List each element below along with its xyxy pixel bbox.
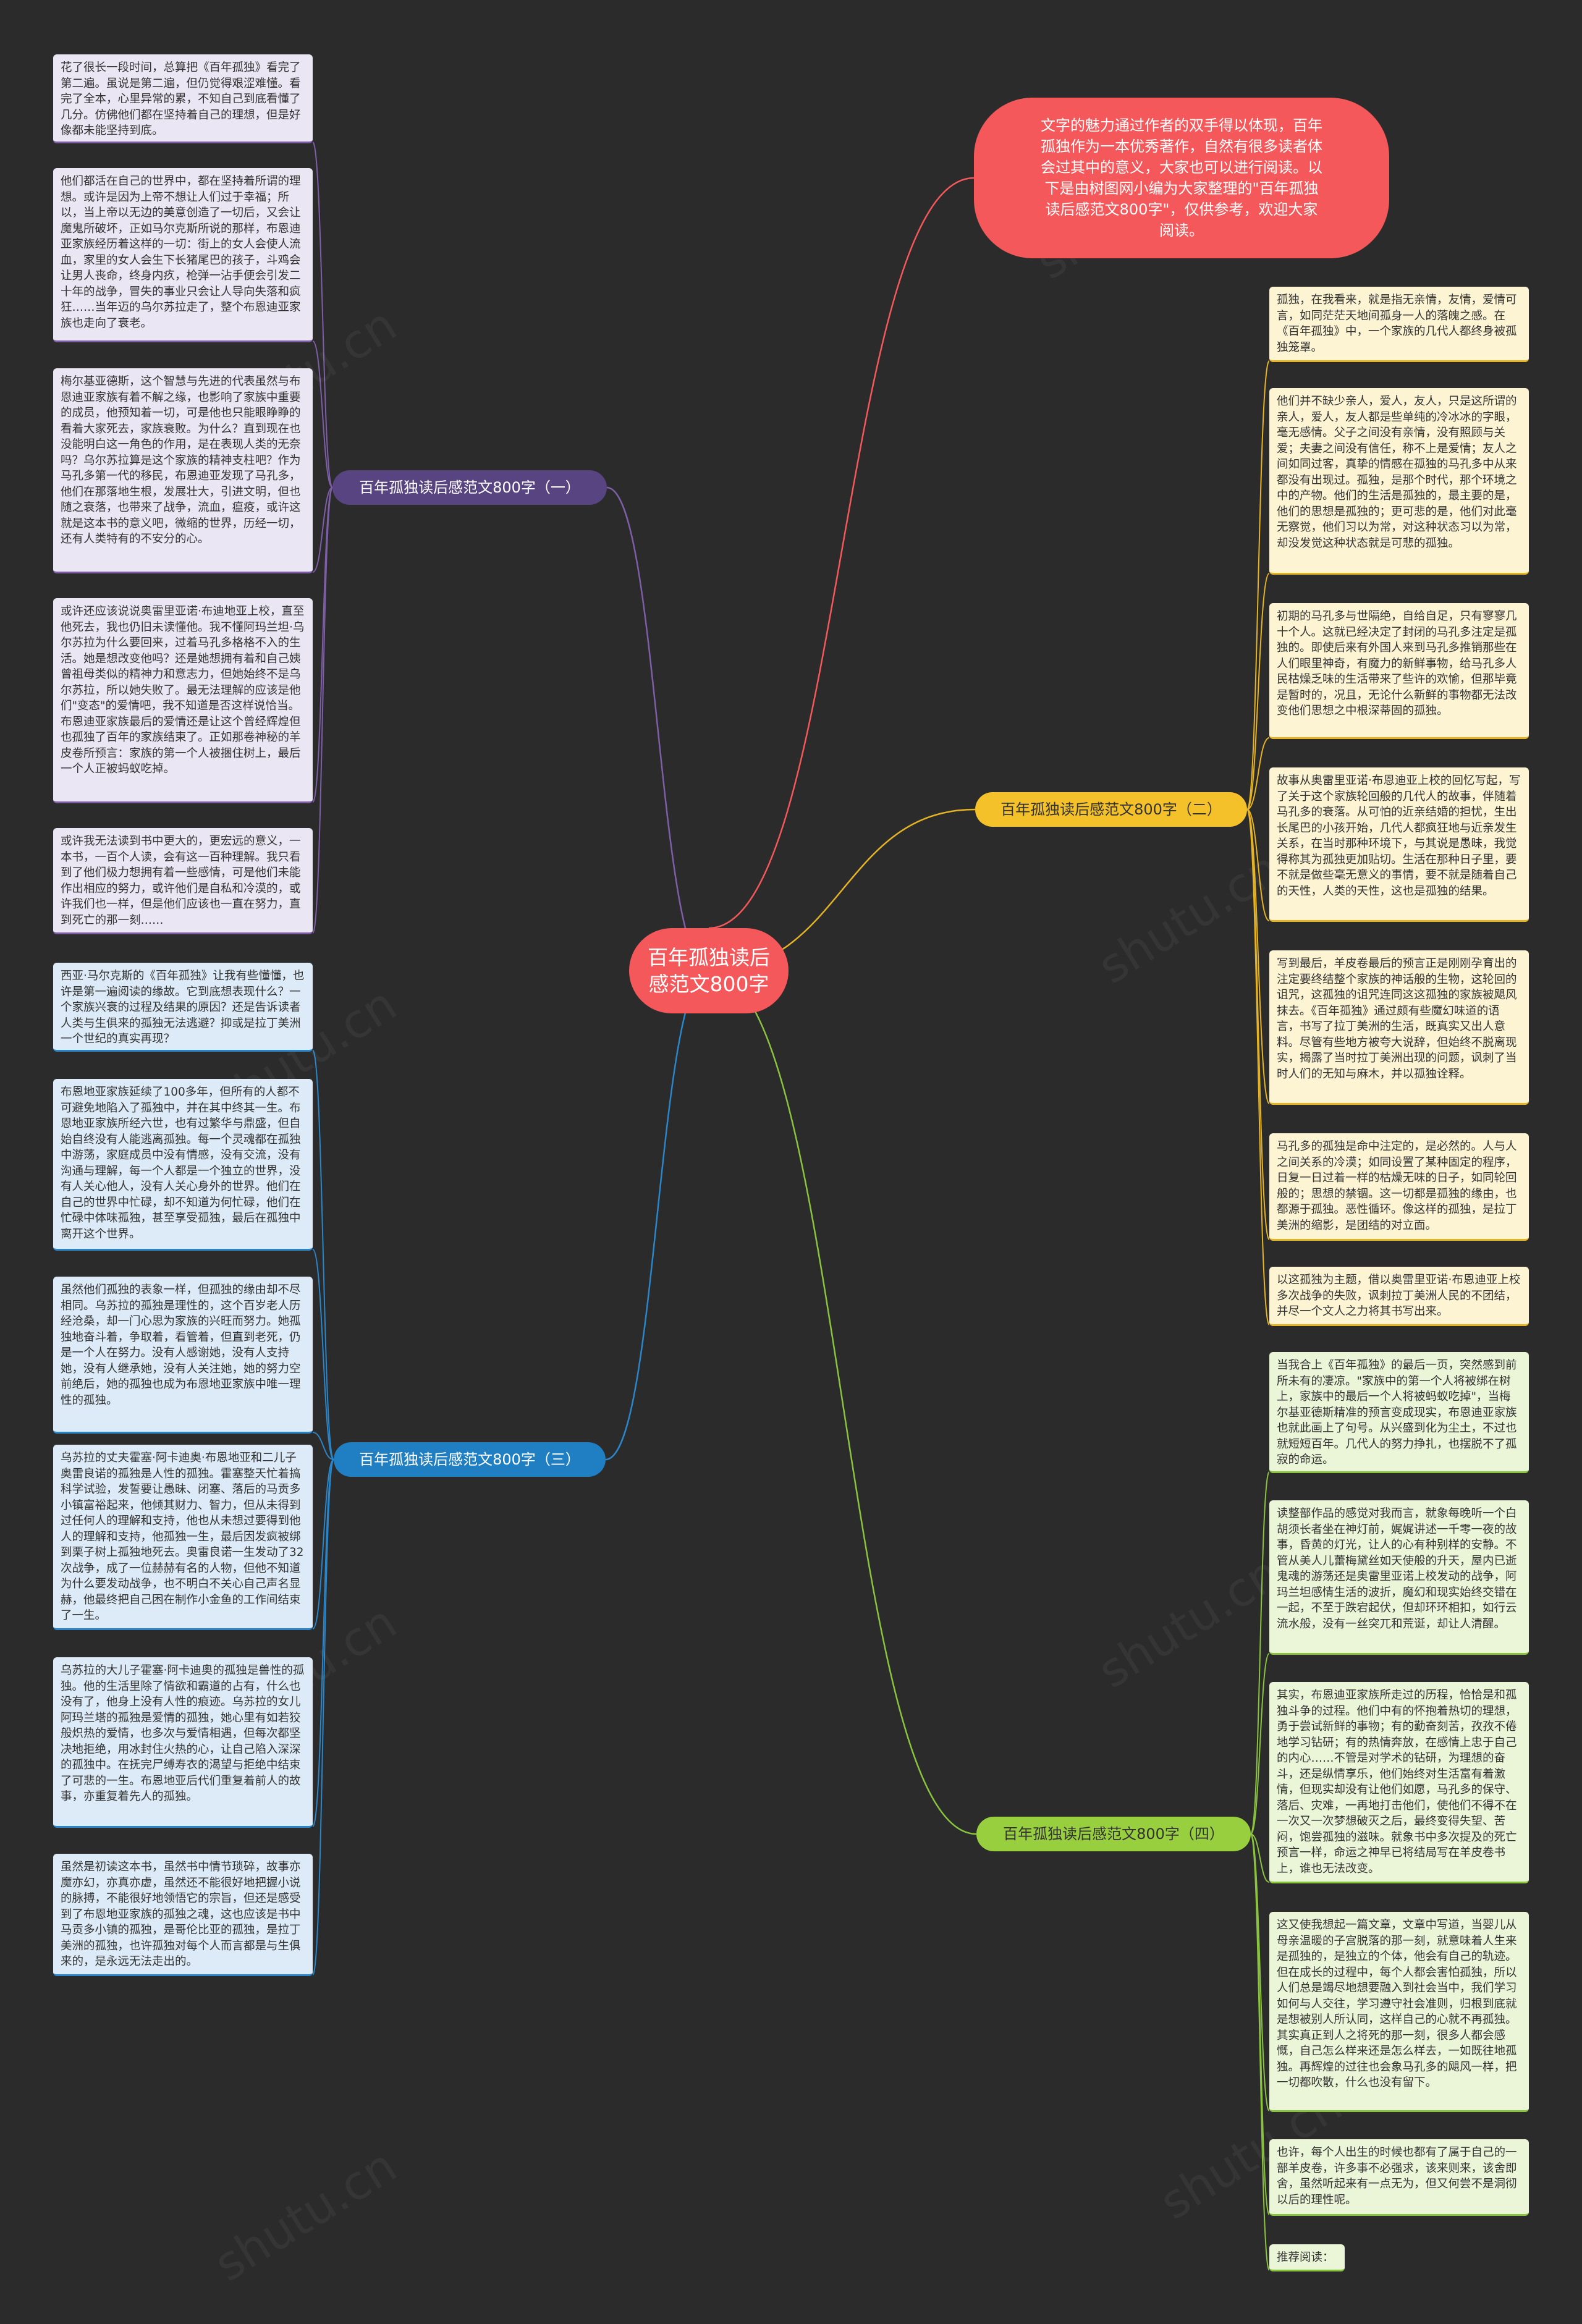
branch-2-note-3[interactable]: 初期的马孔多与世隔绝，自给自足，只有寥寥几十个人。这就已经决定了封闭的马孔多注定… xyxy=(1269,603,1529,739)
root-to-branch-4-link xyxy=(708,970,977,1835)
branch-3-note-3[interactable]: 虽然他们孤独的表象一样，但孤独的缘由却不尽相同。乌苏拉的孤独是理性的，这个百岁老… xyxy=(53,1277,313,1434)
branch-2-note-4[interactable]: 故事从奥雷里亚诺·布恩迪亚上校的回忆写起，写了关于这个家族轮回般的几代人的故事，… xyxy=(1269,767,1529,922)
branch-4-note-2-link xyxy=(1250,1653,1270,1835)
branch-4-note-4[interactable]: 这又使我想起一篇文章，文章中写道，当婴儿从母亲温暖的子宫脱落的那一刻，就意味着人… xyxy=(1269,1912,1529,2112)
branch-3-note-1-link xyxy=(312,1050,334,1460)
branch-3-note-6-link xyxy=(312,1459,334,1975)
branch-3-note-1[interactable]: 西亚·马尔克斯的《百年孤独》让我有些懂懂，也许是第一遍阅读的缘故。它到底想表现什… xyxy=(53,963,313,1052)
branch-1-note-2-link xyxy=(312,340,333,488)
branch-4-note-6-link xyxy=(1250,1833,1270,2271)
branch-2-note-7[interactable]: 以这孤独为主题，借以奥雷里亚诺·布恩迪亚上校多次战争的失败，讽刺拉丁美洲人民的不… xyxy=(1269,1267,1529,1326)
branch-1-note-2[interactable]: 他们都活在自己的世界中，都在坚持着所谓的理想。或许是因为上帝不想让人们过于幸福；… xyxy=(53,168,313,342)
branch-1-note-3-link xyxy=(312,487,333,573)
branch-1-note-4-link xyxy=(312,487,333,803)
branch-2[interactable]: 百年孤独读后感范文800字（二） xyxy=(975,792,1247,827)
root-to-intro-link xyxy=(708,177,975,929)
branch-2-note-4-link xyxy=(1246,809,1270,921)
branch-3-note-4[interactable]: 乌苏拉的丈夫霍塞·阿卡迪奥·布恩地亚和二儿子奥雷良诺的孤独是人性的孤独。霍塞整天… xyxy=(53,1445,313,1630)
branch-2-note-5[interactable]: 写到最后，羊皮卷最后的预言正是刚刚孕育出的注定要终结整个家族的神话般的生物，这轮… xyxy=(1269,950,1529,1105)
branch-1-note-1[interactable]: 花了很长一段时间，总算把《百年孤独》看完了第二遍。虽说是第二遍，但仍觉得艰涩难懂… xyxy=(53,54,313,143)
branch-2-note-5-link xyxy=(1246,809,1270,1104)
branch-4-note-5[interactable]: 也许，每个人出生的时候也都有了属于自己的一部羊皮卷，许多事不必强求，该来则来，该… xyxy=(1269,2139,1529,2216)
branch-3-label: 百年孤独读后感范文800字（三） xyxy=(359,1451,580,1468)
branch-2-note-6[interactable]: 马孔多的孤独是命中注定的，是必然的。人与人之间关系的冷漠；如同设置了某种固定的程… xyxy=(1269,1133,1529,1241)
branch-3-note-5[interactable]: 乌苏拉的大儿子霍塞·阿卡迪奥的孤独是兽性的孤独。他的生活里除了情欲和霸道的占有，… xyxy=(53,1657,313,1828)
branch-3-note-2-link xyxy=(312,1249,334,1460)
branch-4[interactable]: 百年孤独读后感范文800字（四） xyxy=(976,1817,1251,1851)
branch-2-note-2-link xyxy=(1246,573,1270,810)
root-to-branch-1-link xyxy=(606,486,709,972)
branch-3-note-5-link xyxy=(312,1459,334,1827)
branch-2-note-1-link xyxy=(1246,360,1270,810)
branch-3-note-4-link xyxy=(312,1459,334,1629)
branch-2-note-1[interactable]: 孤独，在我看来，就是指无亲情，友情，爱情可言，如同茫茫天地间孤身一人的落魄之感。… xyxy=(1269,287,1529,362)
branch-4-note-2[interactable]: 读整部作品的感觉对我而言，就象每晚听一个白胡须长者坐在神灯前，娓娓讲述一千零一夜… xyxy=(1269,1500,1529,1655)
branch-4-note-3[interactable]: 其实，布恩迪亚家族所走过的历程，恰恰是和孤独斗争的过程。他们中有的怀抱着热切的理… xyxy=(1269,1682,1529,1883)
branch-3-note-6[interactable]: 虽然是初读这本书，虽然书中情节琐碎，故事亦魔亦幻，亦真亦虚，虽然还不能很好地把握… xyxy=(53,1854,313,1976)
root-title: 百年孤独读后感范文800字 xyxy=(648,945,770,996)
branch-1[interactable]: 百年孤独读后感范文800字（一） xyxy=(332,470,607,505)
branch-1-label: 百年孤独读后感范文800字（一） xyxy=(359,479,580,496)
branch-4-note-1[interactable]: 当我合上《百年孤独》的最后一页，突然感到前所未有的凄凉。"家族中的第一个人将被绑… xyxy=(1269,1352,1529,1473)
intro-text: 文字的魅力通过作者的双手得以体现，百年孤独作为一本优秀著作，自然有很多读者体会过… xyxy=(1041,117,1322,239)
branch-1-note-5[interactable]: 或许我无法读到书中更大的，更宏远的意义，一本书，一百个人读，会有这一百种理解。我… xyxy=(53,828,313,934)
branch-1-note-1-link xyxy=(312,142,333,488)
branch-3[interactable]: 百年孤独读后感范文800字（三） xyxy=(334,1442,606,1477)
branch-2-note-7-link xyxy=(1246,809,1270,1325)
branch-2-note-3-link xyxy=(1246,737,1270,810)
branch-3-note-2[interactable]: 布恩地亚家族延续了100多年，但所有的人都不可避免地陷入了孤独中，并在其中终其一… xyxy=(53,1079,313,1251)
branch-1-note-5-link xyxy=(312,487,333,934)
branch-4-note-6[interactable]: 推荐阅读： xyxy=(1269,2244,1345,2271)
branch-4-label: 百年孤独读后感范文800字（四） xyxy=(1003,1825,1224,1843)
intro-bubble[interactable]: 文字的魅力通过作者的双手得以体现，百年孤独作为一本优秀著作，自然有很多读者体会过… xyxy=(974,98,1389,258)
branch-4-note-1-link xyxy=(1250,1471,1270,1835)
branch-2-note-2[interactable]: 他们并不缺少亲人，爱人，友人，只是这所谓的亲人，爱人，友人都是些单纯的冷冰冰的字… xyxy=(1269,388,1529,575)
branch-1-note-3[interactable]: 梅尔基亚德斯，这个智慧与先进的代表虽然与布恩迪亚家族有着不解之缘，也影响了家族中… xyxy=(53,368,313,573)
root-topic[interactable]: 百年孤独读后感范文800字 xyxy=(629,928,789,1013)
branch-2-label: 百年孤独读后感范文800字（二） xyxy=(1000,801,1222,818)
branch-1-note-4[interactable]: 或许还应该说说奥雷里亚诺·布迪地亚上校，直至他死去，我也仍旧未读懂他。我不懂阿玛… xyxy=(53,598,313,803)
branch-3-note-3-link xyxy=(312,1432,334,1460)
branch-4-note-3-link xyxy=(1250,1833,1270,1883)
root-to-branch-3-link xyxy=(605,970,709,1461)
